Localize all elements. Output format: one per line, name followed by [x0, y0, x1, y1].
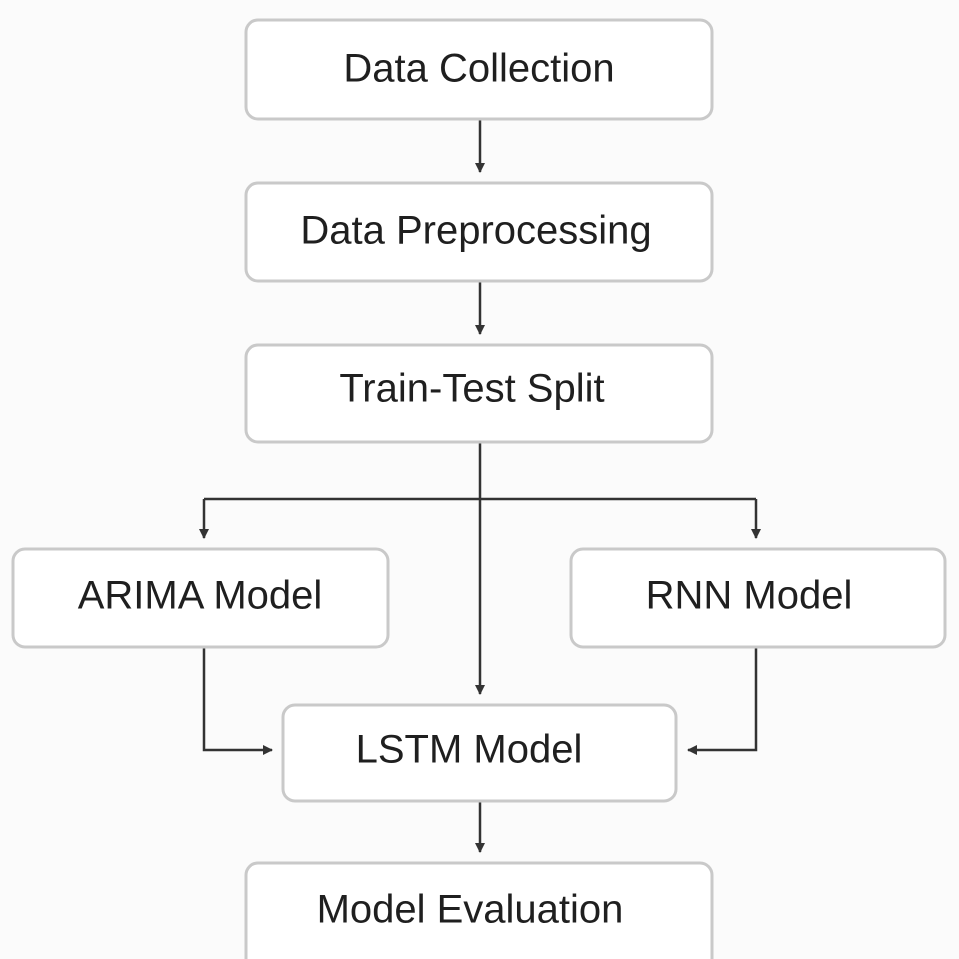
node-arima-model: ARIMA Model	[11, 547, 390, 649]
node-arima-model-label: ARIMA Model	[78, 574, 323, 618]
node-lstm-model: LSTM Model	[281, 703, 678, 803]
node-data-collection: Data Collection	[244, 18, 714, 121]
edges	[199, 120, 761, 853]
node-data-collection-label: Data Collection	[343, 47, 614, 91]
node-train-test-split: Train-Test Split	[244, 343, 714, 444]
node-model-evaluation: Model Evaluation	[244, 861, 714, 959]
node-data-preprocessing-label: Data Preprocessing	[300, 209, 651, 253]
node-lstm-model-label: LSTM Model	[356, 728, 583, 772]
node-train-test-split-label: Train-Test Split	[339, 367, 604, 411]
node-rnn-model-label: RNN Model	[646, 574, 853, 618]
edge-arima-to-lstm	[202, 648, 273, 755]
node-rnn-model: RNN Model	[569, 547, 947, 649]
edge-rnn-to-lstm	[687, 648, 758, 755]
node-data-preprocessing: Data Preprocessing	[244, 181, 714, 283]
node-model-evaluation-label: Model Evaluation	[317, 888, 624, 932]
